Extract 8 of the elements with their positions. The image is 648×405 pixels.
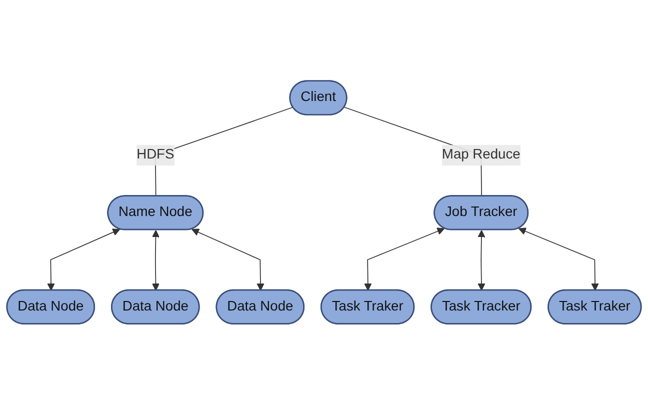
arrow (47, 228, 120, 291)
arrow (364, 228, 445, 291)
edge-label: Map Reduce (442, 148, 520, 162)
edge-label: HDFS (136, 148, 174, 162)
arrow (478, 230, 486, 291)
arrow (192, 228, 264, 291)
arrow (518, 228, 599, 291)
arrow (152, 230, 160, 291)
